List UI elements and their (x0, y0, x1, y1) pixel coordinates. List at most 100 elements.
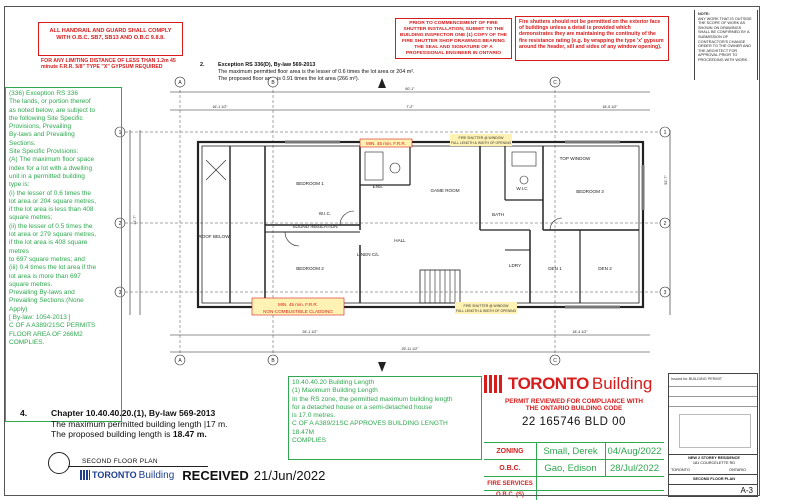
length-line: In the RS zone, the permitted maximum bu… (292, 395, 453, 403)
bylaw-line: FLOOR AREA OF 266M2 (9, 330, 83, 338)
room-label: W.I.C (516, 186, 528, 191)
room-label: W.I.C. (319, 211, 332, 216)
fire-shutter-top-label-2: FULL LENGTH & WIDTH OF OPENING (451, 141, 512, 145)
review-row-label: O.B.C. (499, 464, 521, 472)
grid-label: B (271, 80, 275, 86)
second-floor-plan-label: SECOND FLOOR PLAN (82, 458, 158, 465)
exception-2-line2: The proposed floor area is 0.91 times th… (218, 76, 360, 82)
exception-2-title: Exception RS 336(D), By-law 569-2013 (218, 62, 316, 68)
bylaw-line: Provisions, Prevailing (9, 123, 72, 131)
length-line: 18.47M (292, 428, 314, 436)
bylaw-line: The lands, or portion thereof (9, 98, 91, 106)
bylaw-line: if the lot area is less than 408 (9, 206, 94, 214)
bylaw-line: Prevailing By-laws and (9, 289, 75, 297)
chapter-4: 4. Chapter 10.40.40.20.(1), By-law 569-2… (20, 408, 288, 440)
bylaw-line: (336) Exception RS 336 (9, 90, 79, 97)
grid-label: 1 (119, 130, 122, 136)
dimension: 18'-4 1/2" (572, 330, 588, 334)
received-brand-prefix: TORONTO (92, 470, 137, 480)
project-province: ONTARIO (729, 468, 747, 472)
grid-label: 2 (664, 221, 667, 227)
section-marker-icon (378, 78, 386, 88)
bylaw-line: the following Site Specific (9, 114, 83, 122)
permit-logo: TORONTO Building (484, 373, 664, 395)
project-city: TORONTO (671, 468, 690, 472)
bylaw-line: type is: (9, 181, 30, 189)
grid-label: C (553, 358, 557, 364)
bylaw-line: metres (9, 247, 29, 255)
room-label: HALL (394, 238, 406, 243)
room-label: BATH (492, 212, 504, 217)
dimension: 28'-1 1/2" (302, 330, 318, 334)
permit-reviewed-line1: PERMIT REVIEWED FOR COMPLIANCE WITH (504, 398, 644, 405)
bylaw-line: C OF A A389/21SC PERMITS (9, 322, 96, 330)
bylaw-line: square metres. (9, 280, 53, 288)
dimension: 25'-11 1/2" (402, 347, 420, 351)
bylaw-exception-box: (336) Exception RS 336 The lands, or por… (5, 87, 122, 422)
grid-label: 1 (664, 130, 667, 136)
bylaw-line: (i) the lesser of 0.6 times the (9, 189, 92, 197)
drawing-title-underline (68, 466, 208, 467)
permit-brand-prefix: TORONTO (508, 374, 589, 393)
room-label: DEN 1 (548, 266, 562, 271)
bylaw-line: Site Specific Provisions: (9, 148, 79, 156)
room-label: BEDROOM 3 (576, 189, 604, 194)
review-row-label: FIRE SERVICES (487, 480, 533, 487)
dimension: 7'-2" (406, 105, 414, 109)
exception-2-number: 2. (200, 62, 205, 68)
grid-label: A (178, 358, 182, 364)
length-line: 10.40.40.20 Building Length (292, 379, 375, 386)
frr-bottom-label: MIN. 45 min. F.R.R. (278, 302, 318, 307)
grid-label: 3 (664, 290, 667, 296)
dimension: 44'-7" (133, 215, 137, 225)
bylaw-line: square metres; (9, 214, 53, 222)
corner-note-title: NOTE: (698, 12, 710, 16)
drawing-stamp-icon (679, 414, 751, 448)
bylaw-line: index for a lot with a dwelling (9, 164, 93, 172)
grid-label: A (178, 80, 182, 86)
room-label: LINEN C/L (357, 252, 379, 257)
grid-label: B (271, 358, 275, 364)
room-label: BEDROOM 1 (296, 181, 324, 186)
length-line: (1) Maximum Building Length (292, 387, 378, 395)
bylaw-line: [ By-law: 1054-2013 ] (9, 314, 71, 322)
review-row-obc: O.B.C. Gao, Edison 28/Jul/2022 (484, 460, 664, 477)
room-label: DEN 2 (598, 266, 612, 271)
room-label: ENS. (373, 184, 384, 189)
bylaw-line: unit in a permitted building (9, 172, 85, 180)
dimension: 52'-7" (664, 175, 668, 185)
permit-brand-suffix: Building (591, 374, 653, 393)
bylaw-line: lot area or 279 square metres, (9, 231, 97, 239)
bylaw-line: (A) The maximum floor space (9, 156, 95, 164)
received-text: RECEIVED (182, 467, 249, 483)
review-date: 28/Jul/2022 (609, 462, 660, 474)
reviewer-name: Gao, Edison (544, 462, 597, 474)
bylaw-line: if the lot area is 408 square (9, 239, 88, 247)
review-date: 04/Aug/2022 (607, 445, 662, 457)
fire-shutter-exterior-note: Fire shutters should not be permitted on… (515, 16, 669, 61)
second-floor-plan-drawing: A B C A B C 1 2 3 1 2 3 60'-1" 16'-1 1/2… (114, 76, 671, 372)
frr-top-label: MIN. 45 min. F.R.R. (366, 141, 406, 146)
bylaw-line: lot area or 204 square metres, (9, 197, 97, 205)
permit-review-stamp: TORONTO Building PERMIT REVIEWED FOR COM… (484, 373, 664, 498)
review-row-zoning: ZONING Small, Derek 04/Aug/2022 (484, 443, 664, 460)
length-line: C OF A A389/21SC APPROVES BUILDING LENGT… (292, 420, 448, 428)
chapter-4-line2: The proposed building length is 18.47 m. (51, 429, 288, 440)
fire-shutter-bottom-label: FIRE SHUTTER @ WINDOW (464, 304, 510, 308)
bylaw-line: Apply) (9, 305, 28, 313)
chapter-4-number: 4. (20, 408, 28, 418)
fire-shutter-bottom-label-2: FULL LENGTH & WIDTH OF OPENING (456, 309, 517, 313)
review-row-label: O.B.C. (S) (496, 492, 524, 498)
room-label: GAME ROOM (430, 188, 459, 193)
room-label: LDRY (509, 263, 521, 268)
fire-shutter-install-note: PRIOR TO COMMENCEMENT OF FIRE SHUTTER IN… (395, 18, 512, 59)
length-line: COMPLIES (292, 437, 327, 445)
bylaw-line: Sections. (9, 139, 36, 147)
chapter-4-title: Chapter 10.40.40.20.(1), By-law 569-2013 (51, 408, 216, 418)
top-window-label: TOP WINDOW (560, 156, 591, 161)
bylaw-line: to 697 square metres; and (9, 255, 85, 263)
sound-insulation-label: SOUND INSULATION (292, 224, 337, 229)
exception-2-line1: The maximum permitted floor area is the … (218, 69, 415, 75)
project-name: NEW 2 STOREY RESIDENCE (688, 456, 740, 460)
building-length-box: 10.40.40.20 Building Length (1) Maximum … (288, 376, 482, 460)
